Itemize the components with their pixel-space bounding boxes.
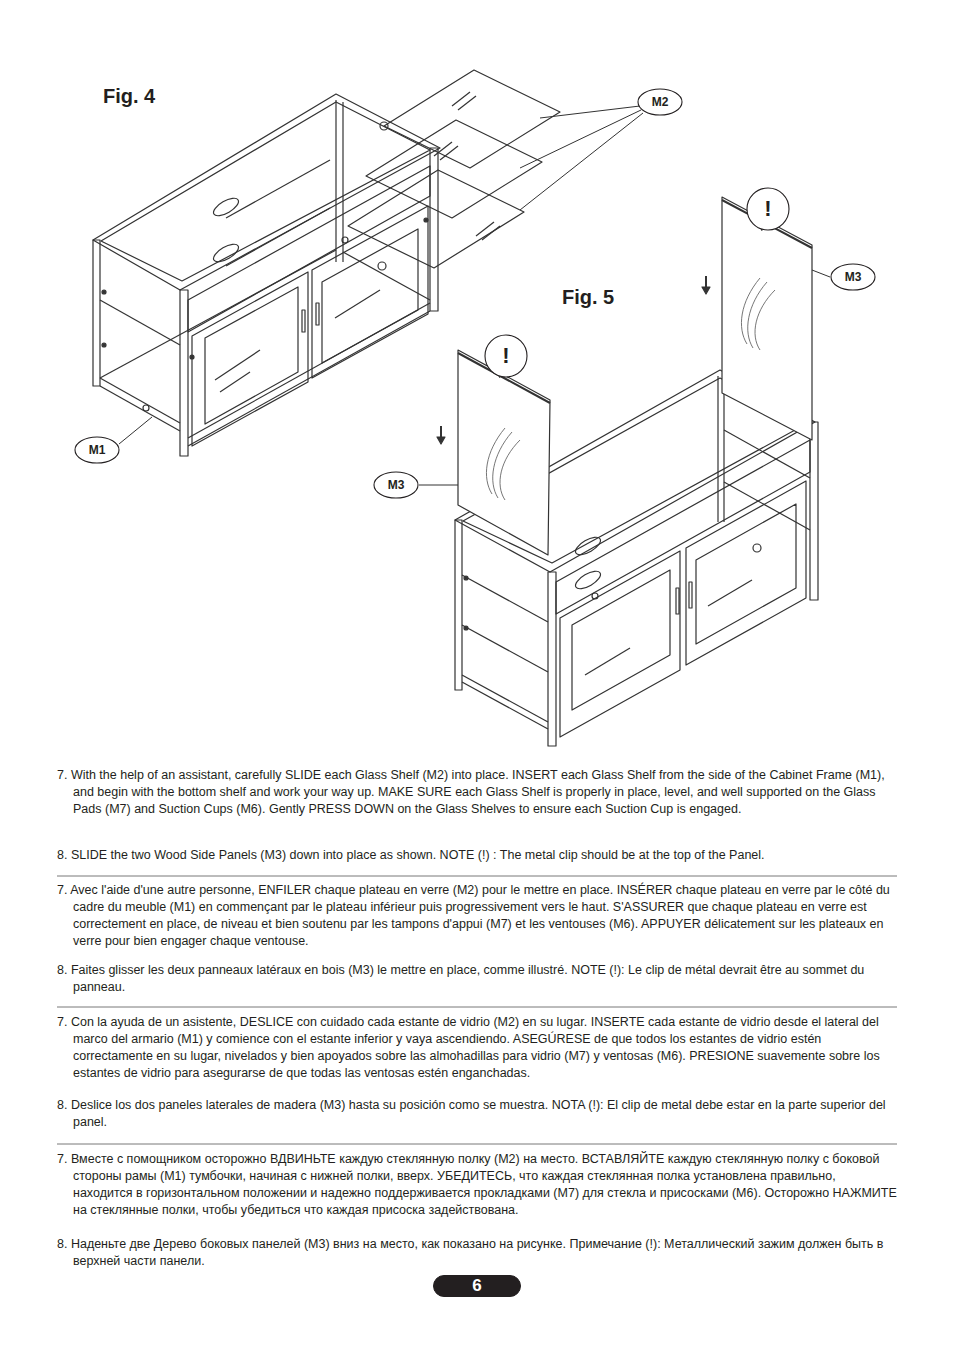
glass-shelves <box>348 70 560 268</box>
instruction-step: 7. Avec l'aide d'une autre personne, ENF… <box>57 882 897 950</box>
callout-label-text: M1 <box>89 443 106 457</box>
separator-rules <box>57 876 897 1144</box>
instruction-step: 8. SLIDE the two Wood Side Panels (M3) d… <box>57 847 897 864</box>
instruction-step: 7. Con la ayuda de un asistente, DESLICE… <box>57 1014 897 1082</box>
page-number-text: 6 <box>472 1276 481 1296</box>
warning-callout: ! <box>484 334 528 378</box>
slide-arrows <box>437 276 710 444</box>
figure-title: Fig. 5 <box>562 286 614 309</box>
leader-lines <box>119 106 830 485</box>
callout-label: M2 <box>637 88 683 116</box>
instruction-step: 8. Deslice los dos paneles laterales de … <box>57 1097 897 1131</box>
warning-callout-text: ! <box>502 343 509 369</box>
warning-callout: ! <box>746 187 790 231</box>
instruction-step: 7. With the help of an assistant, carefu… <box>57 767 897 818</box>
wood-side-panels <box>458 197 812 555</box>
callout-label-text: M3 <box>388 478 405 492</box>
page-number: 6 <box>433 1275 521 1297</box>
callout-label: M3 <box>830 263 876 291</box>
instruction-step: 8. Faites glisser les deux panneaux laté… <box>57 962 897 996</box>
callout-label: M3 <box>373 471 419 499</box>
cabinet-frame-fig4 <box>93 94 440 456</box>
callout-label-text: M2 <box>652 95 669 109</box>
warning-callout-text: ! <box>764 196 771 222</box>
instruction-step: 8. Наденьте две Дерево боковых панелей (… <box>57 1236 897 1270</box>
callout-label: M1 <box>74 436 120 464</box>
callout-label-text: M3 <box>845 270 862 284</box>
instruction-step: 7. Вместе с помощником осторожно ВДВИНЬТ… <box>57 1151 897 1219</box>
figure-title: Fig. 4 <box>103 85 155 108</box>
